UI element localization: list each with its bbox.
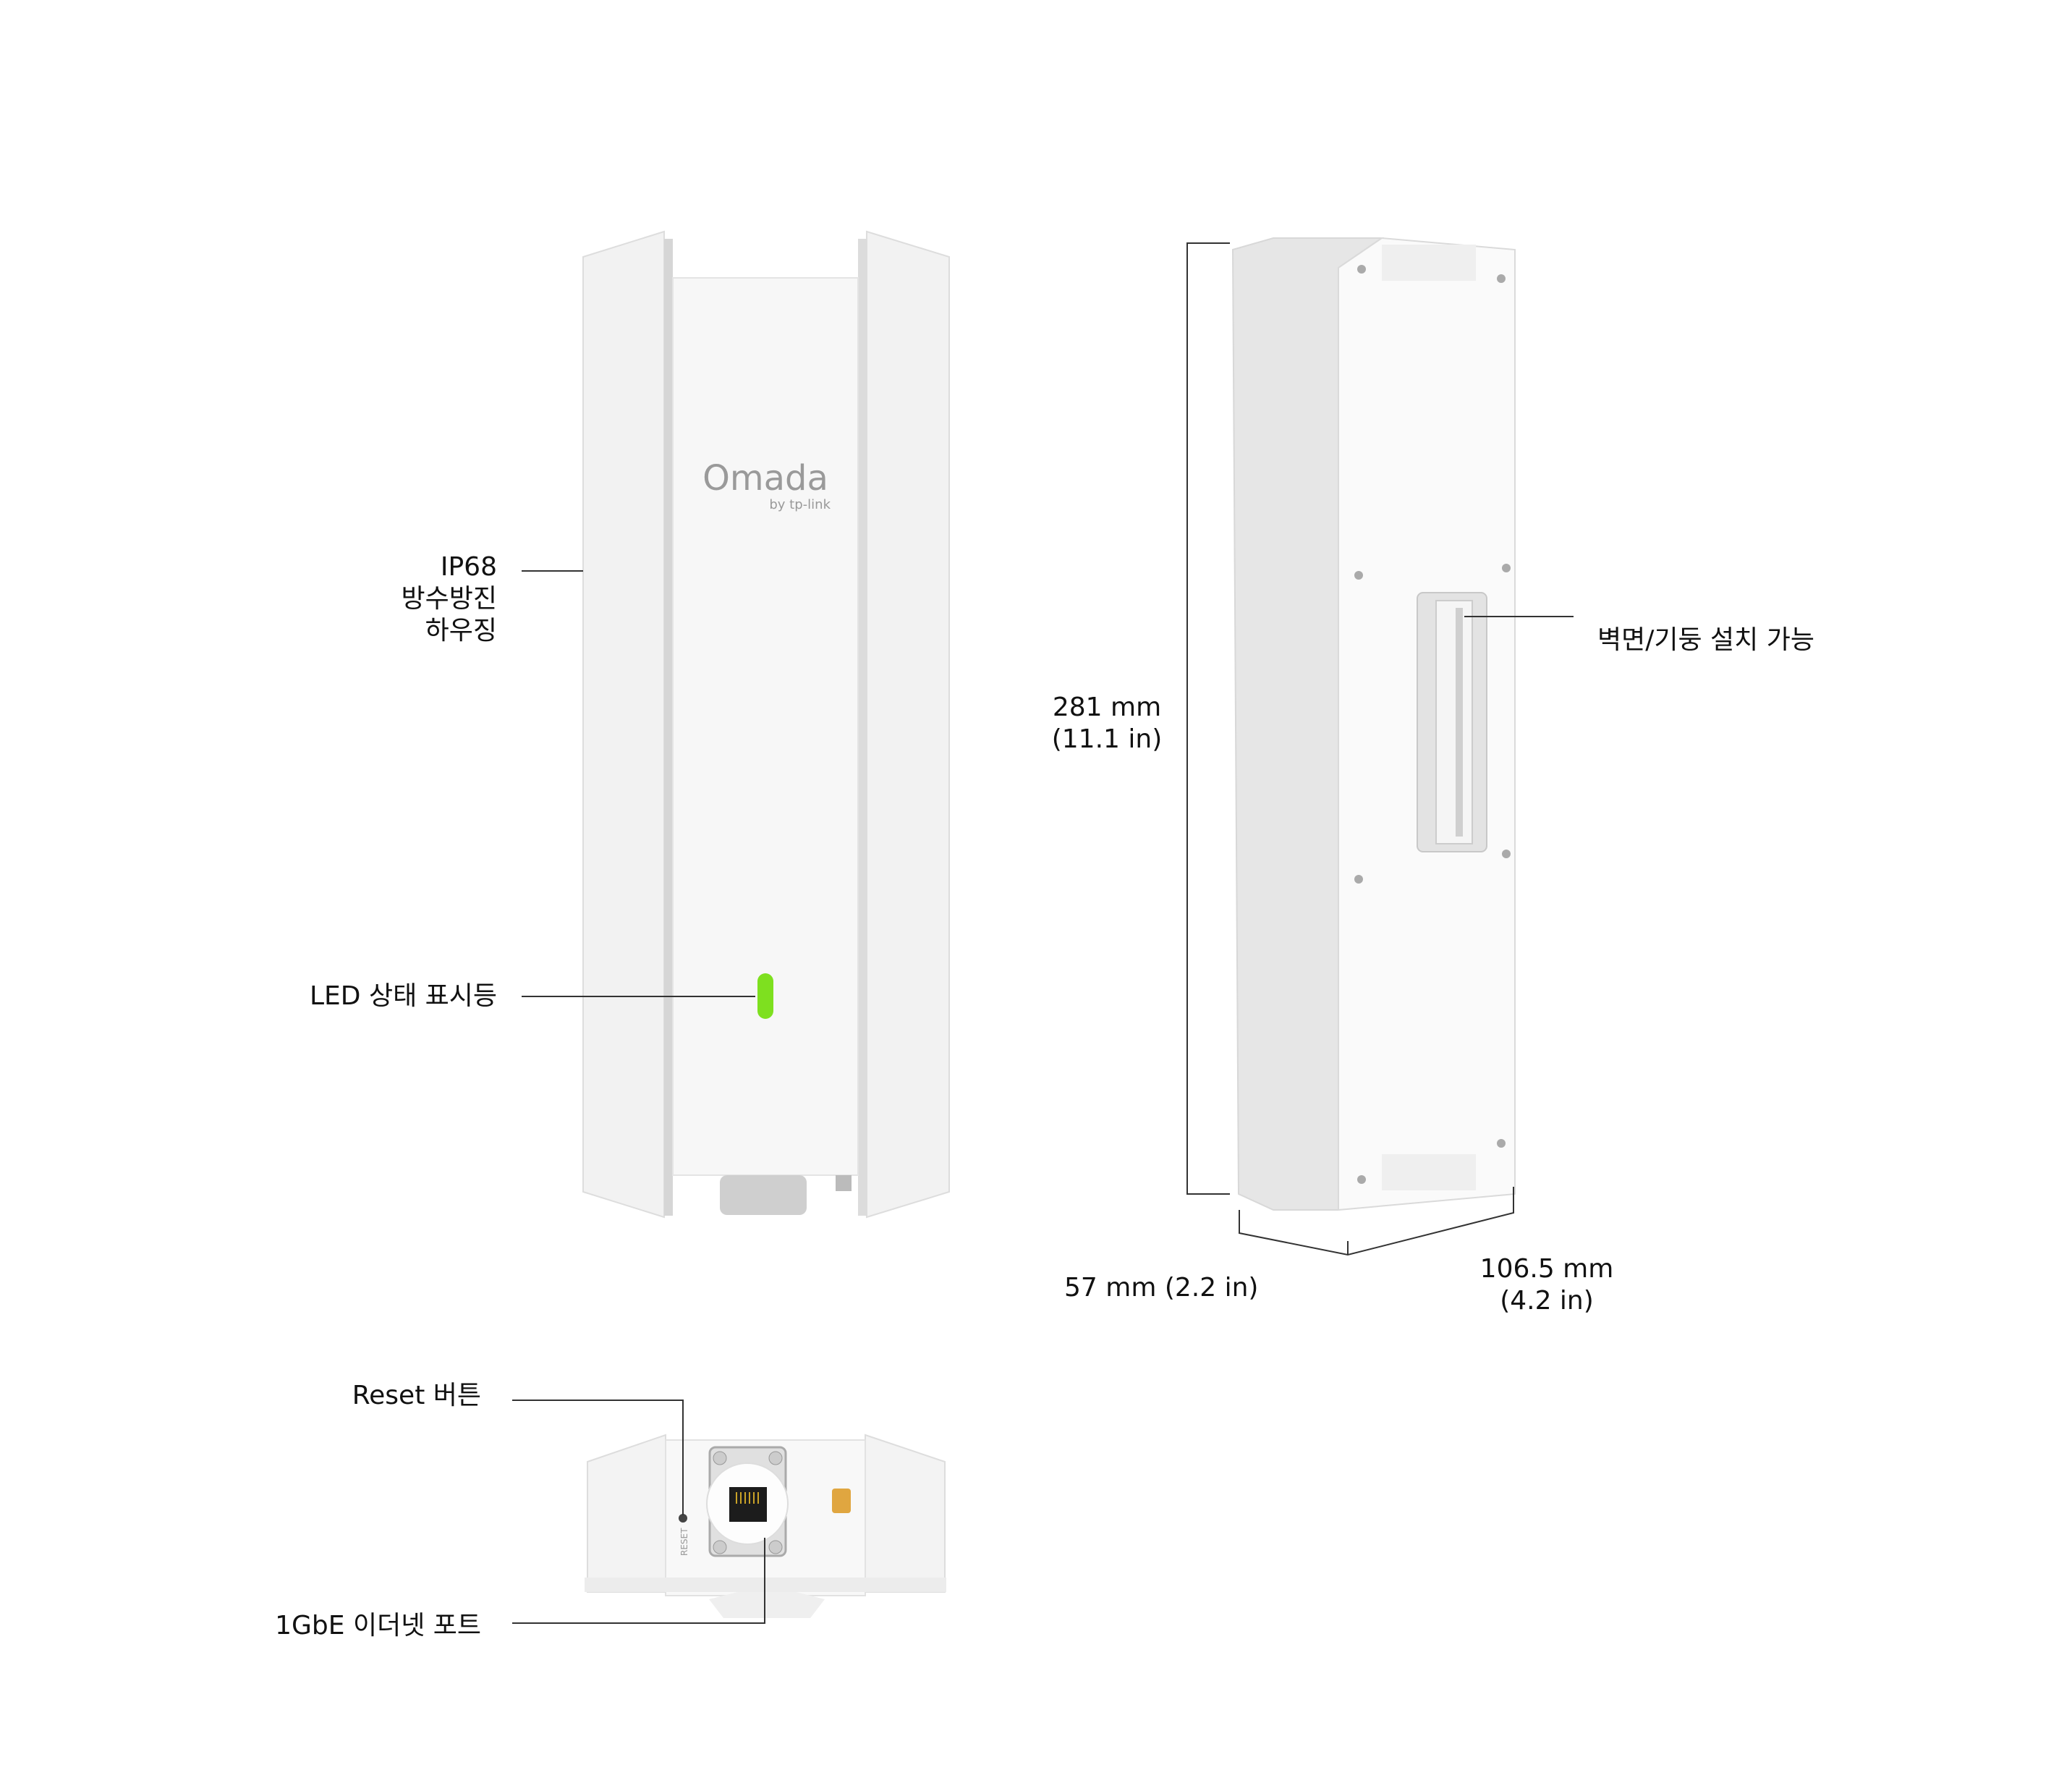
mount-label: 벽면/기둥 설치 가능 <box>1597 625 1814 655</box>
ethernet-port <box>729 1487 767 1522</box>
width-mm: 106.5 mm <box>1479 1254 1614 1284</box>
svg-text:Omada: Omada <box>702 458 828 499</box>
dimension-lines <box>1186 242 1514 1256</box>
housing-label: IP68 방수방진 하우징 <box>402 551 497 647</box>
housing-label-line1: IP68 <box>440 552 497 582</box>
mount-bracket <box>1417 592 1487 852</box>
depth-dimension: 57 mm (2.2 in) <box>1064 1273 1259 1303</box>
height-mm: 281 mm <box>1052 693 1162 722</box>
height-dimension: 281 mm (11.1 in) <box>1013 692 1201 755</box>
led-label: LED 상태 표시등 <box>309 981 497 1011</box>
height-in: (11.1 in) <box>1051 724 1163 754</box>
housing-label-line2: 방수방진 <box>401 584 497 614</box>
ground-screw <box>832 1489 851 1513</box>
side-view-device <box>1231 237 1516 1211</box>
housing-label-line3: 하우징 <box>425 616 497 645</box>
reset-button <box>679 1514 687 1523</box>
bottom-view-device: RESET <box>585 1434 946 1618</box>
ethernet-label: 1GbE 이더넷 포트 <box>275 1611 481 1640</box>
reset-callout-line <box>512 1400 684 1515</box>
svg-text:by tp-link: by tp-link <box>769 497 831 512</box>
reset-label: Reset 버튼 <box>352 1381 481 1410</box>
led-indicator <box>757 973 773 1019</box>
svg-text:RESET: RESET <box>679 1528 689 1556</box>
ethernet-callout-line <box>512 1538 765 1624</box>
front-view-device: Omada by tp-link <box>582 230 950 1219</box>
omada-logo: Omada by tp-link <box>702 458 831 512</box>
width-dimension: 106.5 mm (4.2 in) <box>1453 1253 1641 1317</box>
width-in: (4.2 in) <box>1500 1286 1594 1316</box>
